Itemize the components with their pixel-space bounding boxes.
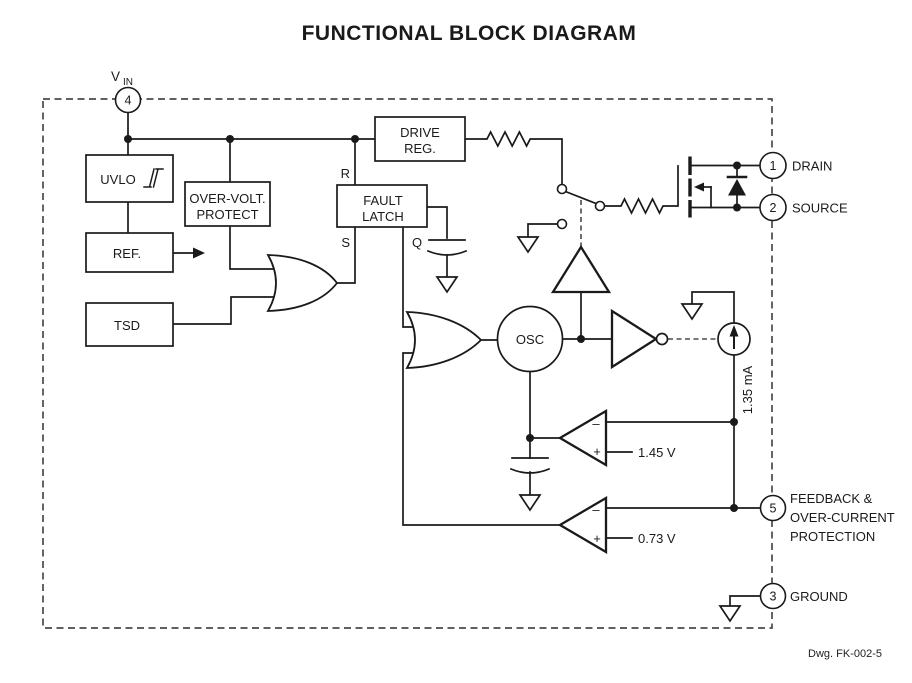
pin-circle-4 bbox=[114, 86, 142, 114]
device-boundary-dashed-box bbox=[42, 98, 773, 629]
pin-number-4: 4 bbox=[125, 94, 132, 108]
output-mosfet bbox=[688, 156, 748, 218]
over-voltage-protect-block: OVER-VOLT. PROTECT bbox=[184, 181, 271, 227]
junction-dots bbox=[124, 135, 741, 512]
current-arrow-icon bbox=[729, 325, 739, 337]
switch-arm bbox=[564, 190, 598, 205]
ground-icon bbox=[516, 236, 540, 254]
pin-vin: V IN 4 bbox=[111, 69, 142, 114]
drive-resistor bbox=[464, 130, 563, 185]
pin-source: 2 SOURCE bbox=[759, 193, 848, 222]
hysteresis-icon bbox=[143, 168, 164, 188]
drive-switch bbox=[556, 183, 606, 230]
ground-icons bbox=[435, 236, 742, 623]
body-diode bbox=[726, 164, 748, 209]
ref-label: REF. bbox=[113, 246, 141, 261]
current-source: 1.35 mA bbox=[717, 322, 755, 414]
current-source-value: 1.35 mA bbox=[740, 365, 755, 414]
drive-reg-label-line2: REG. bbox=[404, 141, 436, 156]
latch-set-label: S bbox=[341, 235, 350, 250]
vin-subscript: IN bbox=[123, 77, 133, 88]
fault-latch-block: FAULT LATCH R S Q bbox=[336, 166, 428, 250]
oscillator: OSC bbox=[496, 305, 564, 373]
latch-reset-label: R bbox=[341, 166, 350, 181]
pin-label-source: SOURCE bbox=[792, 201, 848, 216]
comparator2-plus-sign: + bbox=[593, 531, 601, 546]
control-dashed-wires bbox=[580, 200, 718, 340]
tsd-block: TSD bbox=[85, 302, 174, 347]
pin-drain: 1 DRAIN bbox=[759, 151, 832, 180]
fault-latch-label-line2: LATCH bbox=[362, 209, 404, 224]
ground-icon bbox=[680, 303, 704, 321]
osc-label: OSC bbox=[516, 332, 544, 347]
drive-reg-block: DRIVE REG. bbox=[374, 116, 466, 162]
pin-circle-1 bbox=[759, 151, 787, 180]
or-gate-osc bbox=[405, 311, 483, 369]
over-volt-label-line2: PROTECT bbox=[196, 207, 258, 222]
gate-resistor bbox=[604, 165, 679, 215]
pin-circle-2 bbox=[759, 193, 787, 222]
pin-number-5: 5 bbox=[770, 502, 777, 516]
mosfet-substrate-arrow-icon bbox=[694, 182, 704, 192]
inverter bbox=[610, 308, 669, 370]
comparator1-ref-value: 1.45 V bbox=[638, 445, 676, 460]
pin-ground: 3 GROUND bbox=[759, 582, 848, 610]
pin-number-2: 2 bbox=[770, 201, 777, 215]
switch-contact bbox=[556, 183, 568, 195]
pin-circle-5 bbox=[759, 494, 787, 522]
comparator2-ref-value: 0.73 V bbox=[638, 531, 676, 546]
ref-block: REF. bbox=[85, 232, 174, 273]
inverter-bubble bbox=[655, 332, 669, 346]
latch-q-label: Q bbox=[412, 235, 422, 250]
comparator1-minus-sign: – bbox=[592, 416, 600, 431]
drive-reg-label-line1: DRIVE bbox=[400, 125, 440, 140]
pin-label-feedback-line3: PROTECTION bbox=[790, 529, 875, 544]
or-gate-fault bbox=[266, 254, 339, 312]
ground-icon bbox=[718, 605, 742, 623]
switch-contact bbox=[556, 218, 568, 230]
page-title: FUNCTIONAL BLOCK DIAGRAM bbox=[302, 22, 637, 45]
ground-icon bbox=[435, 276, 459, 294]
comparator-1: – + 1.45 V bbox=[557, 408, 676, 468]
pin-number-3: 3 bbox=[770, 590, 777, 604]
vin-symbol: V bbox=[111, 69, 120, 84]
comparator2-minus-sign: – bbox=[592, 502, 600, 517]
switch-contact bbox=[594, 200, 606, 212]
comparator-2: – + 0.73 V bbox=[557, 495, 676, 555]
over-volt-label-line1: OVER-VOLT. bbox=[189, 191, 265, 206]
pin-number-1: 1 bbox=[770, 159, 777, 173]
uvlo-block: UVLO bbox=[85, 154, 174, 203]
fault-latch-label-line1: FAULT bbox=[363, 193, 403, 208]
drawing-number: Dwg. FK-002-5 bbox=[808, 648, 882, 660]
tsd-label: TSD bbox=[114, 318, 140, 333]
pin-label-ground: GROUND bbox=[790, 589, 848, 604]
pin-label-drain: DRAIN bbox=[792, 159, 832, 174]
switch-driver-buffer bbox=[550, 244, 612, 294]
latch-capacitor bbox=[426, 239, 468, 256]
ground-icon bbox=[518, 494, 542, 512]
uvlo-label: UVLO bbox=[100, 172, 135, 187]
pin-feedback: 5 FEEDBACK & OVER-CURRENT PROTECTION bbox=[759, 491, 895, 544]
pin-label-feedback-line2: OVER-CURRENT bbox=[790, 510, 895, 525]
osc-capacitor bbox=[509, 457, 551, 474]
comparator1-plus-sign: + bbox=[593, 444, 601, 459]
pin-label-feedback-line1: FEEDBACK & bbox=[790, 491, 873, 506]
ref-output-arrow-icon bbox=[193, 247, 205, 259]
pin-circle-3 bbox=[759, 582, 787, 610]
